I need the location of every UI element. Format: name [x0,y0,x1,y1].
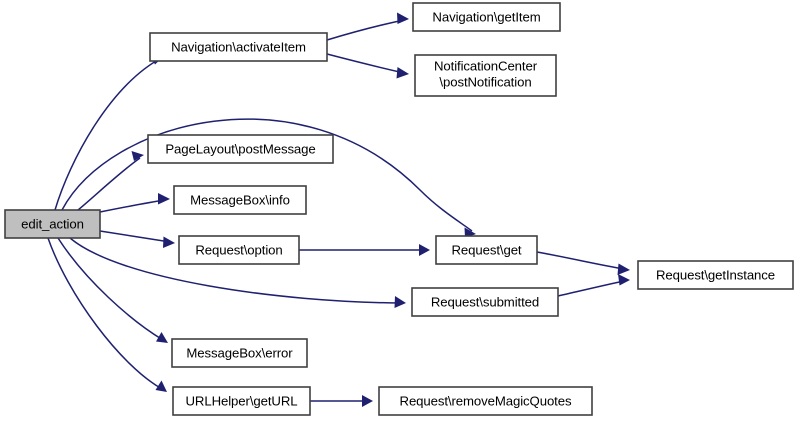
edge-edit_action-to-navigation_activateitem [54,55,164,211]
node-box[interactable] [171,338,308,368]
node-navigation_getitem[interactable]: Navigation\getItem [412,2,561,32]
node-label: PageLayout\postMessage [165,141,315,156]
node-edit_action[interactable]: edit_action [4,209,101,239]
arrowhead-icon [155,380,167,392]
arrowhead-icon [362,395,373,407]
node-box[interactable] [149,32,328,62]
edge-edit_action-to-pagelayout_postmessage [77,151,144,211]
node-notificationcenter_post[interactable]: NotificationCenter\postNotification [414,54,557,97]
node-label: Navigation\activateItem [171,39,306,54]
edge-line [61,118,473,232]
arrowhead-icon [158,193,170,205]
node-label: MessageBox\error [186,345,293,360]
node-messagebox_info[interactable]: MessageBox\info [173,185,307,215]
node-label: Navigation\getItem [432,9,540,24]
edge-line [99,199,166,213]
node-label: Request\option [195,242,282,257]
node-box[interactable] [435,235,538,265]
node-box[interactable] [637,260,794,290]
edge-urlhelper_geturl-to-request_removemagicquotes [310,395,373,407]
edge-request_submitted-to-request_getinstance [557,274,630,297]
node-label: Request\get [451,242,521,257]
edge-line [47,237,163,390]
node-label: URLHelper\getURL [185,393,297,408]
arrowhead-icon [419,244,430,256]
edge-line [326,19,405,41]
node-label: NotificationCenter\postNotification [434,59,538,90]
node-box[interactable] [411,287,559,317]
node-label: Request\submitted [431,294,539,309]
node-request_getinstance[interactable]: Request\getInstance [637,260,794,290]
arrowhead-icon [163,236,175,248]
edges-layer [47,12,630,407]
edge-line [77,157,141,211]
node-box[interactable] [178,235,300,265]
arrowhead-icon [618,274,630,286]
edge-edit_action-to-request_option [99,230,175,248]
node-navigation_activateitem[interactable]: Navigation\activateItem [149,32,328,62]
edge-line [54,56,164,211]
arrowhead-icon [394,296,406,308]
edge-line [536,251,625,270]
node-urlhelper_geturl[interactable]: URLHelper\getURL [172,386,311,416]
arrowhead-icon [156,332,168,343]
node-box[interactable] [4,209,101,239]
node-request_submitted[interactable]: Request\submitted [411,287,559,317]
arrowhead-icon [131,151,144,161]
arrowhead-icon [397,12,409,24]
nodes-layer: edit_action Navigation\activateItem Naviga… [4,2,794,416]
node-messagebox_error[interactable]: MessageBox\error [171,338,308,368]
edge-navigation_activateitem-to-navigation_getitem [326,12,409,41]
edge-request_option-to-request_get [299,244,430,256]
node-label: edit_action [21,216,84,231]
arrowhead-icon [396,67,409,79]
node-label: Request\getInstance [656,267,775,282]
edge-line [69,237,401,304]
node-box[interactable] [147,134,334,164]
edge-edit_action-to-request_submitted [69,237,406,308]
edge-line [557,280,625,297]
edge-line [99,230,171,243]
node-box[interactable] [172,386,311,416]
node-box[interactable] [412,2,561,32]
node-label: Request\removeMagicQuotes [400,393,572,408]
edge-edit_action-to-messagebox_info [99,193,170,213]
node-box[interactable] [414,54,557,97]
edge-line [326,53,405,74]
node-pagelayout_postmessage[interactable]: PageLayout\postMessage [147,134,334,164]
edge-edit_action-to-messagebox_error [57,237,168,343]
edge-line [57,237,164,341]
edge-navigation_activateitem-to-notificationcenter_post [326,53,409,79]
edge-edit_action-to-urlhelper_geturl [47,237,167,392]
node-box[interactable] [378,386,593,416]
node-request_removemagicquotes[interactable]: Request\removeMagicQuotes [378,386,593,416]
node-request_get[interactable]: Request\get [435,235,538,265]
edge-request_get-to-request_getinstance [536,251,630,275]
node-request_option[interactable]: Request\option [178,235,300,265]
node-box[interactable] [173,185,307,215]
node-label: MessageBox\info [190,192,290,207]
arrowhead-icon [617,263,630,275]
